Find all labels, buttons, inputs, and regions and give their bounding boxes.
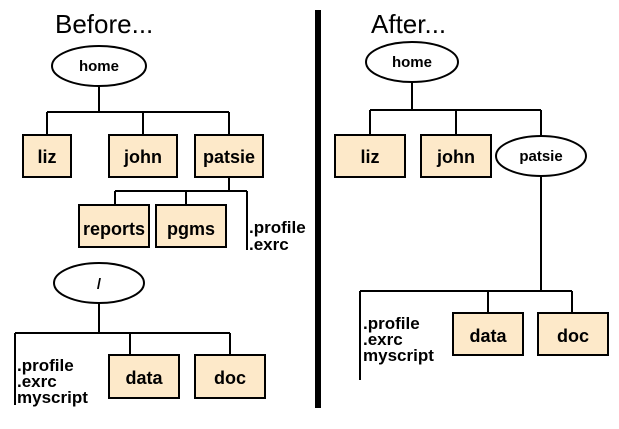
before-patsie-file-profile: .profile	[249, 218, 306, 237]
after-data-label: data	[469, 326, 507, 346]
after-home-label: home	[392, 54, 432, 71]
after-heading: After...	[371, 9, 446, 39]
before-doc-node	[194, 354, 266, 399]
before-data-node	[108, 354, 180, 399]
before-john-label: john	[123, 147, 162, 167]
before-liz-node	[22, 134, 72, 178]
before-slash-file-exrc: .exrc	[17, 372, 57, 391]
before-patsie-label: patsie	[203, 147, 255, 167]
before-heading: Before...	[55, 9, 153, 39]
after-liz-label: liz	[360, 147, 379, 167]
before-john-node	[108, 134, 178, 178]
after-john-label: john	[436, 147, 475, 167]
before-home-label: home	[79, 58, 119, 75]
before-liz-label: liz	[37, 147, 56, 167]
before-reports-label: reports	[83, 219, 145, 239]
before-pgms-node	[155, 204, 227, 248]
before-slash-label: /	[97, 276, 102, 293]
before-slash-file-myscript: myscript	[17, 388, 88, 407]
after-patsie-file-exrc: .exrc	[363, 330, 403, 349]
after-doc-label: doc	[557, 326, 589, 346]
before-doc-label: doc	[214, 368, 246, 388]
after-doc-node	[537, 312, 609, 356]
after-patsie-file-myscript: myscript	[363, 346, 434, 365]
before-reports-node	[78, 204, 150, 248]
after-liz-node	[334, 134, 406, 178]
before-patsie-node	[194, 134, 264, 178]
after-john-node	[420, 134, 492, 178]
after-patsie-file-profile: .profile	[363, 314, 420, 333]
before-data-label: data	[125, 368, 163, 388]
after-data-node	[452, 312, 524, 356]
before-patsie-file-exrc: .exrc	[249, 235, 289, 254]
after-patsie-label: patsie	[519, 148, 562, 165]
before-slash-file-profile: .profile	[17, 356, 74, 375]
before-pgms-label: pgms	[167, 219, 215, 239]
